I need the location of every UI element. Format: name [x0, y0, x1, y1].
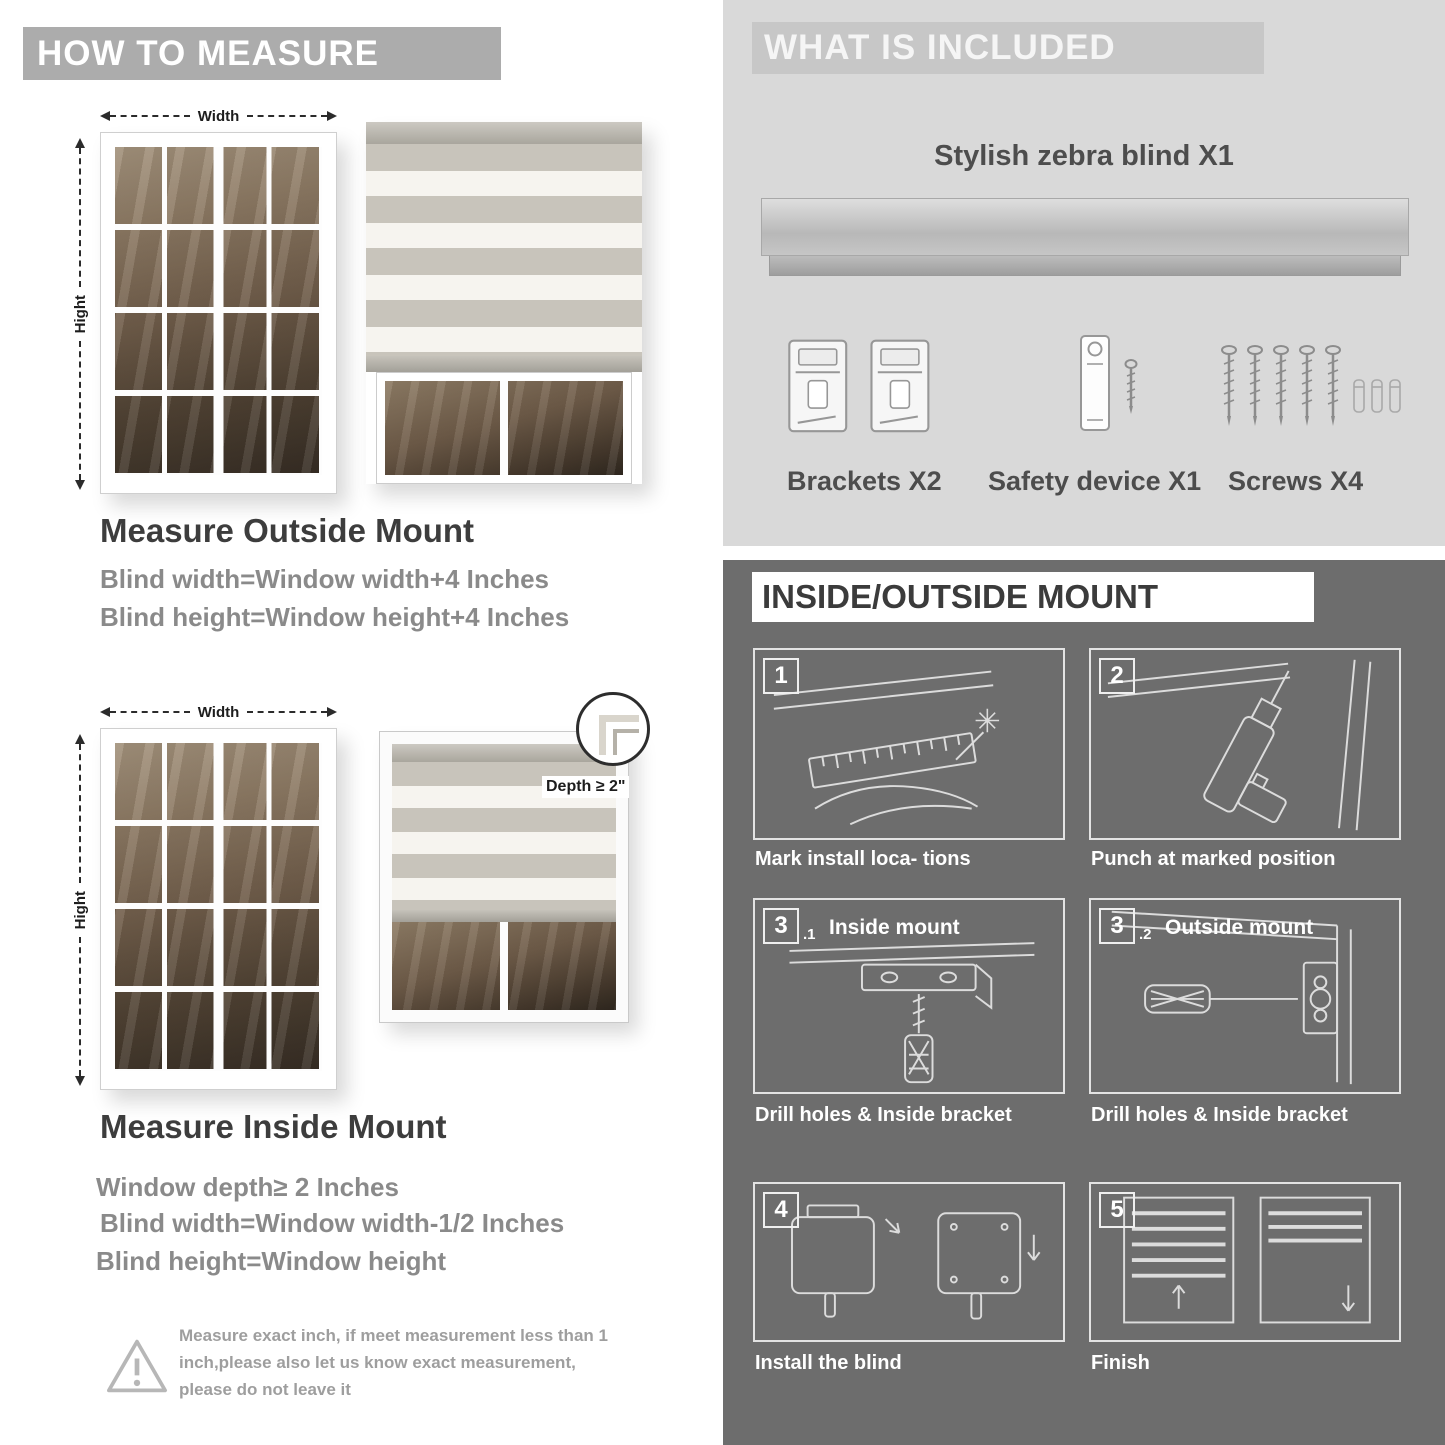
step-box-5: 5	[1089, 1182, 1401, 1342]
blind-headrail-lip	[769, 256, 1401, 276]
window-behind-blind	[376, 372, 632, 484]
arrow-up-icon	[75, 138, 85, 148]
blind-bottomrail	[366, 356, 642, 372]
step-caption-2: Punch at marked position	[1091, 848, 1336, 870]
warning-text: Measure exact inch, if meet measurement …	[179, 1326, 608, 1400]
step-caption-3-1: Drill holes & Inside bracket	[755, 1104, 1012, 1126]
inside-mount-line2: Blind width=Window width-1/2 Inches	[100, 1208, 565, 1238]
window-panes	[115, 743, 322, 1071]
blind-bottomrail	[392, 910, 616, 922]
brackets-icon	[783, 334, 941, 445]
drill-illustration	[1107, 659, 1372, 831]
blind-headrail-illustration	[761, 198, 1409, 256]
width-label: Width	[197, 703, 240, 721]
install-blind-illustration	[791, 1204, 1041, 1320]
zebra-blind-outside	[366, 122, 642, 484]
mount-header: INSIDE/OUTSIDE MOUNT	[752, 572, 1314, 622]
arrow-right-icon	[327, 111, 338, 121]
window-photo-outside	[100, 132, 337, 494]
inside-mount-title: Measure Inside Mount	[100, 1108, 447, 1145]
step-number: 2	[1099, 658, 1135, 694]
blind-headrail	[392, 744, 616, 762]
screws-label: Screws X4	[1228, 466, 1364, 496]
height-label: Hight	[71, 294, 89, 334]
inside-mount-line3: Blind height=Window height	[96, 1246, 446, 1276]
width-label: Width	[197, 107, 240, 125]
finish-illustration	[1123, 1196, 1371, 1324]
outside-mount-title: Measure Outside Mount	[100, 512, 475, 549]
height-arrow: Hight	[70, 138, 90, 491]
step-box-2: 2	[1089, 648, 1401, 840]
step-caption-1: Mark install loca- tions	[755, 848, 971, 870]
how-to-measure-header: HOW TO MEASURE	[23, 27, 501, 80]
step-number: 5	[1099, 1192, 1135, 1228]
window-photo-inside	[100, 728, 337, 1090]
warning-triangle-icon	[103, 1322, 179, 1404]
mark-locations-illustration	[773, 670, 1000, 826]
height-arrow: Hight	[70, 734, 90, 1087]
arrow-down-icon	[75, 1076, 85, 1087]
screws-icon	[1217, 334, 1407, 443]
brackets-label: Brackets X2	[787, 466, 942, 496]
step-title: Inside mount	[829, 916, 960, 939]
depth-label: Depth ≥ 2"	[542, 776, 630, 798]
step-number: 1	[763, 658, 799, 694]
arrow-left-icon	[100, 111, 110, 121]
window-behind-blind	[392, 922, 616, 1010]
outside-bracket-illustration	[1111, 910, 1352, 1085]
step-title: Outside mount	[1165, 916, 1314, 939]
step-number: 3	[763, 908, 799, 944]
step-box-1: 1	[753, 648, 1065, 840]
arrow-down-icon	[75, 480, 85, 491]
step-box-3-2: 3 .2 Outside mount	[1089, 898, 1401, 1094]
step-box-4: 4	[753, 1182, 1065, 1342]
width-arrow: Width	[100, 106, 338, 126]
depth-callout-circle	[576, 692, 650, 766]
inside-bracket-illustration	[789, 942, 1035, 1084]
step-number: 4	[763, 1192, 799, 1228]
safety-device-label: Safety device X1	[988, 466, 1202, 496]
step-caption-5: Finish	[1091, 1352, 1150, 1374]
zebra-blind-inside: Depth ≥ 2"	[379, 692, 650, 1023]
blind-headrail	[366, 122, 642, 144]
step-caption-4: Install the blind	[755, 1352, 902, 1374]
inside-mount-line1: Window depth≥ 2 Inches	[96, 1172, 399, 1202]
measure-warning: Measure exact inch, if meet measurement …	[103, 1322, 643, 1404]
window-panes	[115, 147, 322, 475]
what-is-included-section: WHAT IS INCLUDED Stylish zebra blind X1	[723, 0, 1445, 546]
arrow-left-icon	[100, 707, 110, 717]
arrow-up-icon	[75, 734, 85, 744]
outside-mount-line2: Blind height=Window height+4 Inches	[100, 602, 570, 632]
step-sub-number: .1	[803, 926, 816, 943]
step-caption-3-2: Drill holes & Inside bracket	[1091, 1104, 1348, 1126]
step-number: 3	[1099, 908, 1135, 944]
width-arrow: Width	[100, 702, 338, 722]
included-blind-label: Stylish zebra blind X1	[934, 140, 1234, 172]
height-label: Hight	[71, 890, 89, 930]
blind-stripes	[366, 144, 642, 356]
outside-mount-line1: Blind width=Window width+4 Inches	[100, 564, 549, 594]
mount-instructions-section: INSIDE/OUTSIDE MOUNT 1	[723, 560, 1445, 1445]
safety-device-icon	[1051, 332, 1161, 441]
arrow-right-icon	[327, 707, 338, 717]
what-is-included-header: WHAT IS INCLUDED	[752, 22, 1264, 74]
step-sub-number: .2	[1139, 926, 1152, 943]
step-box-3-1: 3 .1 Inside mount	[753, 898, 1065, 1094]
